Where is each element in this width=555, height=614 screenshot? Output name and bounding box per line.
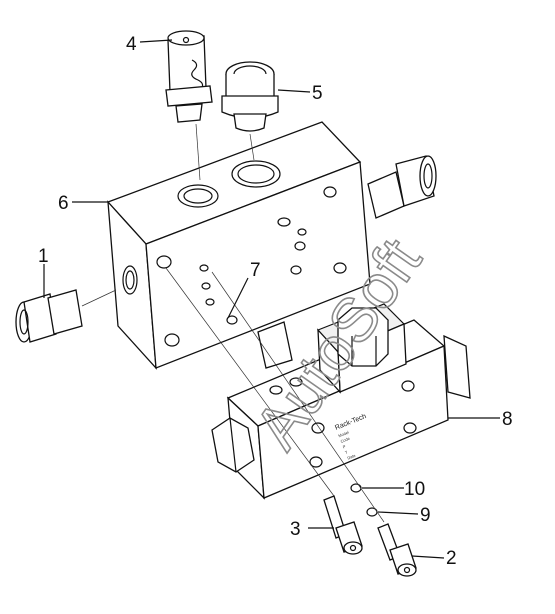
screw-3: [323, 495, 363, 555]
callout-7: 7: [250, 260, 261, 281]
nameplate-line: Code: [340, 435, 351, 444]
nameplate-line: Date: [346, 453, 356, 461]
callout-9: 9: [420, 505, 431, 526]
connector-tube: [257, 321, 293, 369]
pressure-switch-part: [165, 30, 213, 181]
callout-6: 6: [58, 193, 69, 214]
nameplate-line: P: [342, 444, 347, 450]
solenoid-valve: [211, 303, 471, 500]
screw-2: [377, 523, 417, 577]
callout-1: 1: [38, 246, 49, 267]
callout-2: 2: [446, 548, 457, 569]
callout-5: 5: [312, 83, 323, 104]
o-ring-10: [350, 483, 362, 493]
callout-8: 8: [502, 409, 513, 430]
nameplate-line: Model: [337, 430, 349, 439]
callout-3: 3: [290, 519, 301, 540]
assembly-lines: [165, 267, 385, 523]
leader-lines: [43, 39, 500, 559]
side-fitting-left: [15, 289, 117, 343]
side-fitting-right: [367, 155, 437, 219]
callout-4: 4: [126, 34, 137, 55]
callout-10: 10: [404, 479, 425, 500]
port-plug-part: [221, 61, 279, 161]
callout-labels: 4 5 6 1 7 8 10 9 3 2: [38, 34, 513, 569]
nameplate-line: T: [344, 449, 349, 455]
